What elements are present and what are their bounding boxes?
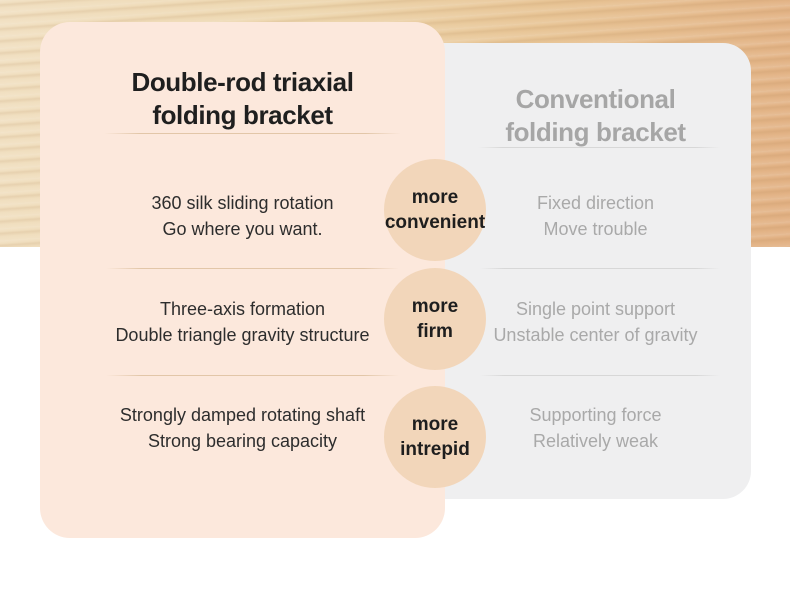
badge2-line1: more [411,296,459,317]
right-card-title: Conventional folding bracket [440,83,751,149]
right-row3-line2: Relatively weak [532,431,659,451]
right-row2-line2: Unstable center of gravity [493,325,698,345]
left-feature-row: Three-axis formation Double triangle gra… [40,296,445,348]
badge1-line2: convenient [384,212,486,233]
left-feature-row: 360 silk sliding rotation Go where you w… [40,190,445,242]
left-row-divider [106,375,399,376]
right-title-divider [478,147,720,148]
badge1-line1: more [411,187,459,208]
right-row1-line2: Move trouble [543,219,648,239]
right-row-divider [480,268,720,269]
badge2-line2: firm [417,321,453,342]
right-row-divider [480,375,720,376]
right-row3-line1: Supporting force [529,405,662,425]
badge3-line1: more [411,414,459,435]
right-card-title-line1: Conventional [515,84,676,114]
right-row1-line1: Fixed direction [536,193,655,213]
left-row1-line1: 360 silk sliding rotation [151,193,334,213]
badge-more-convenient: more convenient [384,159,486,261]
left-product-card: Double-rod triaxial folding bracket 360 … [40,22,445,538]
left-card-title-line1: Double-rod triaxial [131,67,354,97]
left-card-title-line2: folding bracket [152,100,333,130]
left-row3-line2: Strong bearing capacity [147,431,338,451]
left-row1-line2: Go where you want. [162,219,323,239]
left-title-divider [104,133,401,134]
left-feature-row: Strongly damped rotating shaft Strong be… [40,402,445,454]
left-row3-line1: Strongly damped rotating shaft [119,405,366,425]
right-row2-line1: Single point support [515,299,676,319]
left-row-divider [106,268,399,269]
left-row2-line2: Double triangle gravity structure [115,325,370,345]
badge3-line2: intrepid [400,439,470,460]
right-card-title-line2: folding bracket [505,117,686,147]
badge-more-intrepid: more intrepid [384,386,486,488]
left-card-title: Double-rod triaxial folding bracket [40,66,445,132]
badge-more-firm: more firm [384,268,486,370]
right-feature-row: Fixed direction Move trouble [440,190,751,242]
left-row2-line1: Three-axis formation [159,299,326,319]
right-feature-row: Single point support Unstable center of … [440,296,751,348]
right-product-card: Conventional folding bracket Fixed direc… [440,43,751,499]
right-feature-row: Supporting force Relatively weak [440,402,751,454]
